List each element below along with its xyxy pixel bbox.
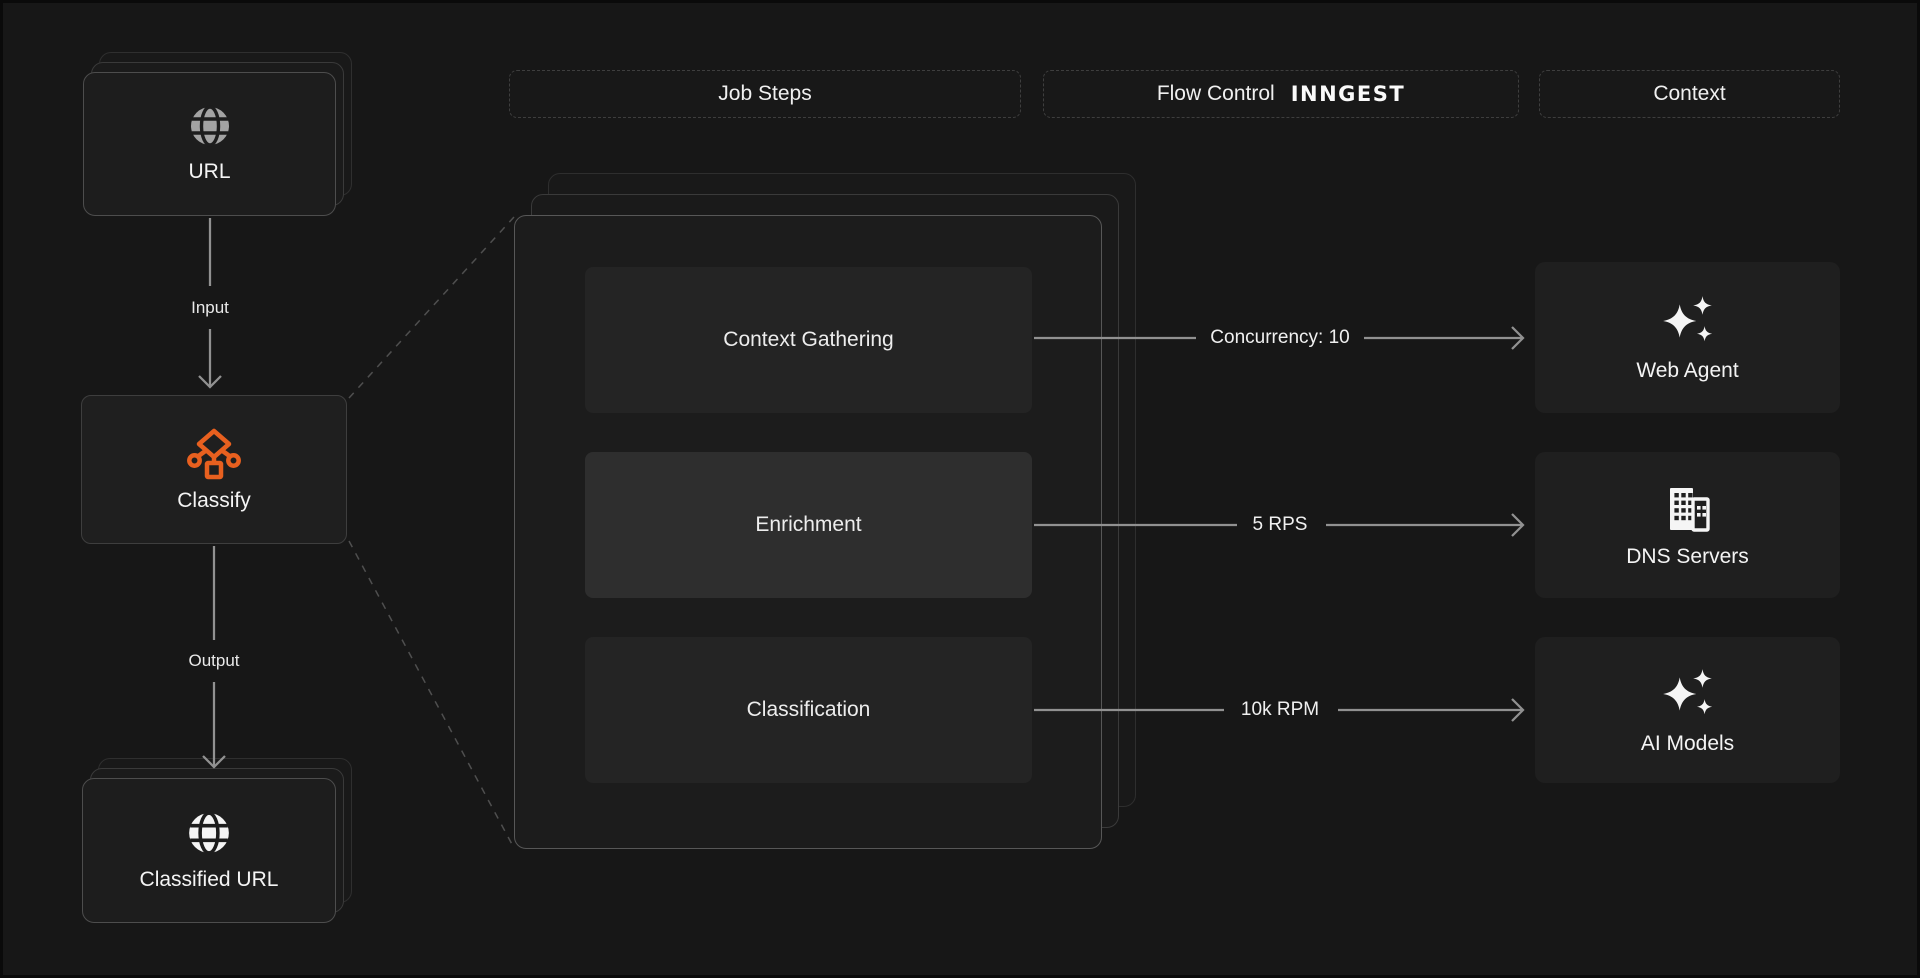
workflow-tree-icon <box>186 426 242 482</box>
header-context: Context <box>1539 70 1840 118</box>
service-ai-models: AI Models <box>1535 637 1840 783</box>
globe-icon <box>186 810 232 856</box>
service-ai-models-label: AI Models <box>1640 731 1735 755</box>
service-dns-servers-label: DNS Servers <box>1626 544 1749 568</box>
buildings-icon <box>1661 482 1715 536</box>
classify-card-label: Classify <box>177 489 251 512</box>
step-classification-label: Classification <box>746 698 871 721</box>
inngest-logo: INNGEST <box>1290 82 1406 106</box>
classified-url-card-label: Classified URL <box>139 867 279 891</box>
header-context-label: Context <box>1653 82 1726 105</box>
service-web-agent-label: Web Agent <box>1636 359 1739 382</box>
flow-control-rps-label: 5 RPS <box>1252 514 1308 535</box>
step-classification: Classification <box>585 637 1032 783</box>
classify-card: Classify <box>81 395 347 544</box>
header-job-steps-label: Job Steps <box>718 82 812 105</box>
classified-url-card: Classified URL <box>82 778 336 923</box>
input-edge-label: Input <box>191 298 229 317</box>
header-job-steps: Job Steps <box>509 70 1021 118</box>
url-card-label: URL <box>188 160 231 183</box>
step-context-gathering: Context Gathering <box>585 267 1032 413</box>
service-dns-servers: DNS Servers <box>1535 452 1840 598</box>
header-flow-control-label: Flow Control <box>1156 82 1275 105</box>
sparkles-icon <box>1659 665 1717 723</box>
step-enrichment-label: Enrichment <box>755 513 862 536</box>
url-card: URL <box>83 72 336 216</box>
output-edge-label: Output <box>188 651 240 670</box>
header-flow-control: Flow Control INNGEST <box>1043 70 1519 118</box>
globe-icon <box>188 104 232 148</box>
step-enrichment: Enrichment <box>585 452 1032 598</box>
zoom-guide-lines <box>348 216 515 849</box>
flow-control-rpm-label: 10k RPM <box>1240 699 1320 720</box>
service-web-agent: Web Agent <box>1535 262 1840 413</box>
flow-control-concurrency-label: Concurrency: 10 <box>1210 327 1350 348</box>
step-context-gathering-label: Context Gathering <box>723 328 894 351</box>
sparkles-icon <box>1659 292 1717 350</box>
